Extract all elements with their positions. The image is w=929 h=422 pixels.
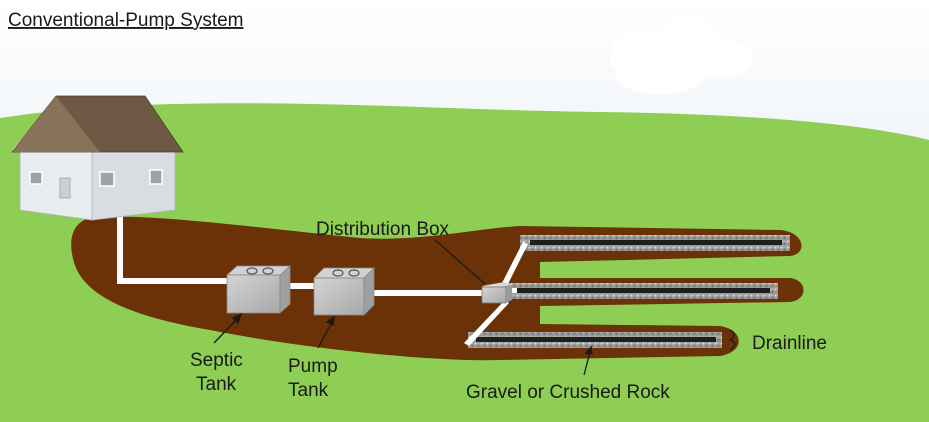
trench-bottom bbox=[468, 332, 722, 348]
label-septic-tank-line1: Septic bbox=[190, 350, 243, 371]
soil-excavation bbox=[71, 216, 804, 361]
house bbox=[11, 95, 184, 221]
label-pump-tank-line1: Pump bbox=[288, 356, 338, 377]
diagram-title: Conventional-Pump System bbox=[8, 10, 244, 31]
pump-tank bbox=[313, 267, 375, 316]
septic-tank bbox=[225, 265, 292, 314]
leader-lines bbox=[213, 239, 736, 376]
cloud bbox=[610, 20, 752, 94]
label-pump-tank-line2: Tank bbox=[288, 380, 329, 401]
distribution-box bbox=[481, 282, 512, 304]
trench-middle bbox=[500, 283, 778, 299]
label-drainline: Drainline bbox=[752, 333, 827, 354]
label-septic-tank-line2: Tank bbox=[196, 374, 237, 395]
label-distribution-box: Distribution Box bbox=[316, 219, 450, 240]
trench-top bbox=[520, 235, 790, 251]
label-gravel: Gravel or Crushed Rock bbox=[466, 382, 670, 403]
